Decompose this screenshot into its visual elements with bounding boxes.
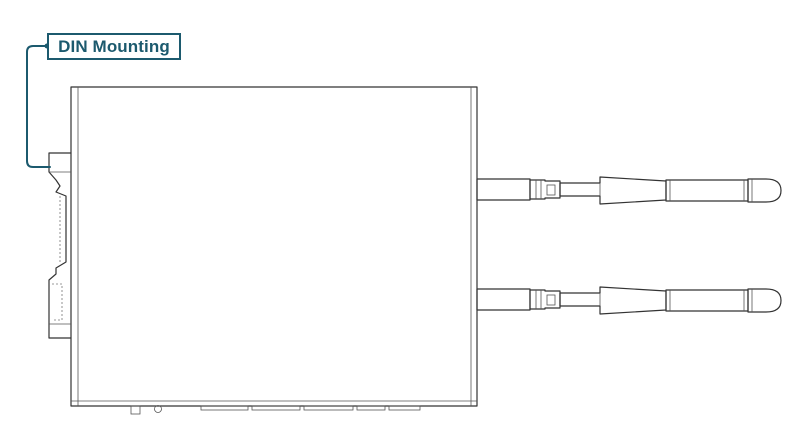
din-mounting-callout-label: DIN Mounting (47, 33, 181, 60)
din-rail-clip (48, 152, 72, 339)
bottom-ports (130, 405, 421, 415)
device-enclosure (70, 86, 478, 407)
antenna-lower (476, 286, 782, 315)
callout-leader-line (26, 43, 51, 168)
antenna-upper (476, 176, 782, 205)
